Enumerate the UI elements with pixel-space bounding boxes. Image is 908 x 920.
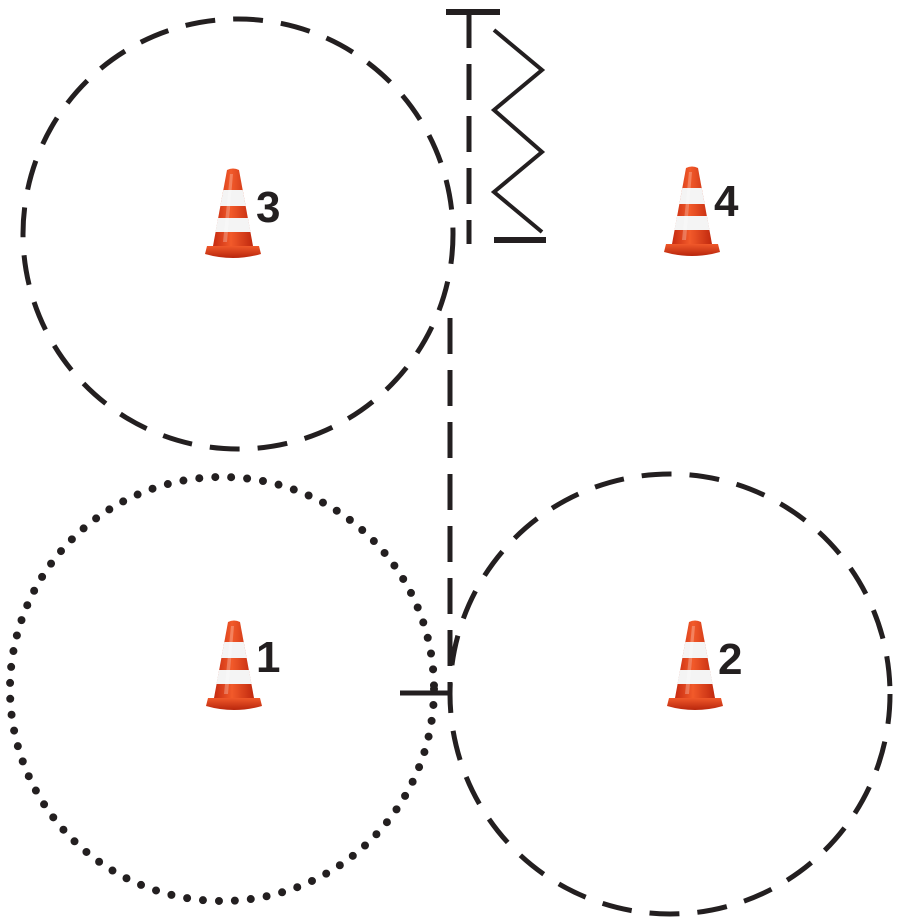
cone-label-1: 1 <box>256 633 280 682</box>
cone-label-4: 4 <box>714 177 739 226</box>
cone-label-2: 2 <box>718 635 742 684</box>
zigzag-path-icon <box>494 30 542 232</box>
area-circle-cone-2 <box>450 474 890 914</box>
traffic-cone-icon-2 <box>667 621 723 711</box>
traffic-cone-icon-4 <box>664 167 720 257</box>
traffic-cone-icon-3 <box>205 169 261 259</box>
cone-label-3: 3 <box>256 183 280 232</box>
traffic-cone-icon-1 <box>206 621 262 711</box>
